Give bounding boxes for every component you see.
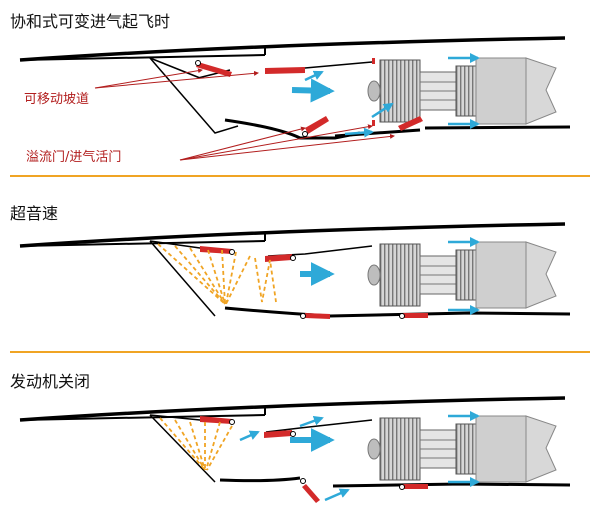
spill-door-annotation: 溢流门/进气活门 xyxy=(26,146,121,165)
spill-door xyxy=(305,116,329,134)
panel-title-supersonic: 超音速 xyxy=(10,200,58,224)
panel-title-engine-off: 发动机关闭 xyxy=(10,368,90,392)
ramp-upper-rear xyxy=(265,67,305,74)
panel-engine-off xyxy=(20,398,570,503)
ramp-annotation: 可移动坡道 xyxy=(24,88,89,107)
panel-takeoff xyxy=(20,38,570,160)
panel-title-takeoff: 协和式可变进气起飞时 xyxy=(10,8,170,32)
panel-supersonic xyxy=(20,224,570,319)
